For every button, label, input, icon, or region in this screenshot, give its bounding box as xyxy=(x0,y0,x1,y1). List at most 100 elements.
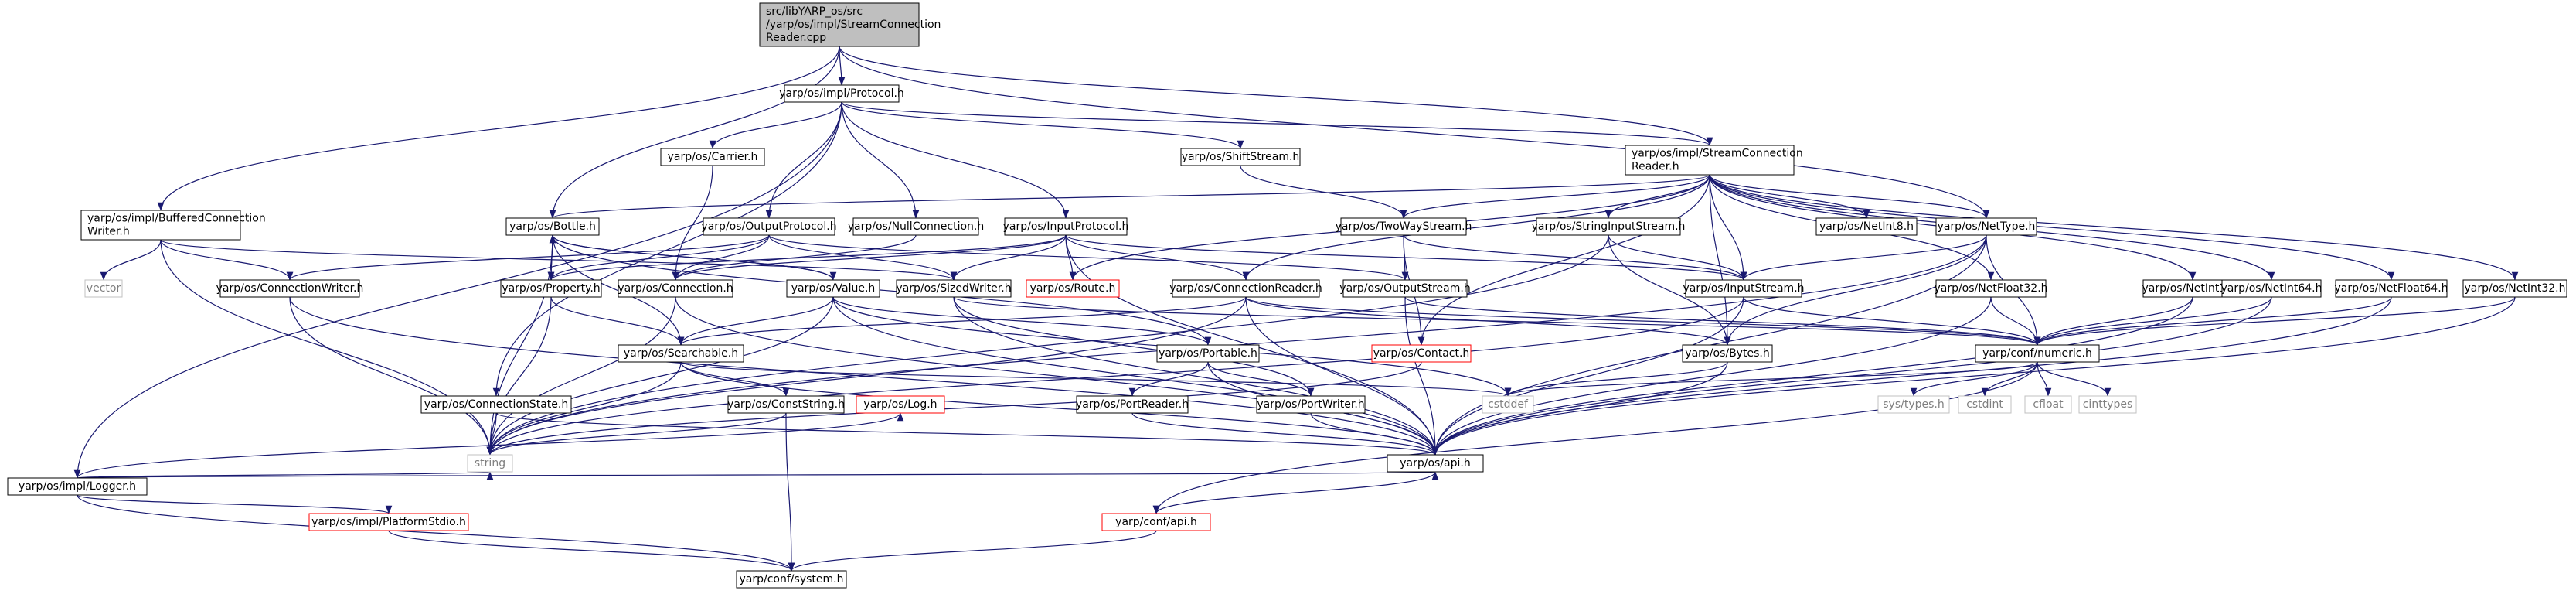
node-box xyxy=(420,395,572,414)
node-label: yarp/os/SizedWriter.h xyxy=(896,282,1011,295)
edge-platstdio-to-system xyxy=(388,530,795,572)
edge-contact-to-string xyxy=(486,361,1422,456)
node-box xyxy=(1877,395,1950,414)
node-portwriter[interactable]: yarp/os/PortWriter.h xyxy=(1256,395,1366,414)
node-box xyxy=(467,454,513,473)
node-label: Writer.h xyxy=(87,226,130,238)
dependency-edges xyxy=(73,46,2519,572)
node-carrier[interactable]: yarp/os/Carrier.h xyxy=(660,148,765,166)
node-label: yarp/os/api.h xyxy=(1400,457,1470,469)
edge-bottle-to-portable xyxy=(552,234,1212,346)
edge-value-to-string xyxy=(486,296,834,456)
edge-portable-to-portreader xyxy=(1128,361,1209,397)
node-box xyxy=(1004,217,1128,236)
node-connstate[interactable]: yarp/os/ConnectionState.h xyxy=(420,395,572,414)
node-stringinput[interactable]: yarp/os/StringInputStream.h xyxy=(1532,217,1686,236)
edge-searchable-to-cstddef xyxy=(680,361,1511,397)
edge-carrier-to-connection xyxy=(672,165,713,281)
edge-value-to-api_os xyxy=(832,296,1439,456)
edge-conststring-to-system xyxy=(785,412,795,572)
node-connwriter[interactable]: yarp/os/ConnectionWriter.h xyxy=(216,279,364,298)
edge-property-to-string xyxy=(486,296,552,456)
node-label: yarp/os/NetType.h xyxy=(1938,220,2036,233)
node-box xyxy=(1536,217,1681,236)
node-cstdint: cstdint xyxy=(1958,395,2012,414)
node-logger[interactable]: yarp/os/impl/Logger.h xyxy=(7,477,148,496)
node-label: sys/types.h xyxy=(1883,398,1944,411)
edge-connstate-to-api_os xyxy=(495,412,1438,456)
node-log[interactable]: yarp/os/Log.h xyxy=(856,395,945,414)
node-instream[interactable]: yarp/os/InputStream.h xyxy=(1683,279,1805,298)
node-shiftstream[interactable]: yarp/os/ShiftStream.h xyxy=(1180,148,1301,166)
node-property[interactable]: yarp/os/Property.h xyxy=(500,279,602,298)
node-label: yarp/os/impl/StreamConnection xyxy=(1632,148,1803,160)
edge-outstream-to-numeric xyxy=(1404,296,2041,346)
node-box xyxy=(1685,279,1802,298)
edge-protocol-to-connstate xyxy=(492,101,842,397)
edge-netint32-to-api_os xyxy=(1431,296,2516,456)
node-platstdio[interactable]: yarp/os/impl/PlatformStdio.h xyxy=(308,513,469,531)
node-netint8[interactable]: yarp/os/NetInt8.h xyxy=(1815,217,1918,236)
node-conststring[interactable]: yarp/os/ConstString.h xyxy=(727,395,845,414)
edge-outproto-to-connwriter xyxy=(286,234,770,281)
node-value[interactable]: yarp/os/Value.h xyxy=(786,279,880,298)
edge-scr_h-to-netfloat64 xyxy=(1709,174,2395,281)
node-box xyxy=(1256,395,1366,414)
node-netint64[interactable]: yarp/os/NetInt64.h xyxy=(2220,279,2322,298)
node-protocol[interactable]: yarp/os/impl/Protocol.h xyxy=(779,84,904,103)
node-connreader[interactable]: yarp/os/ConnectionReader.h xyxy=(1169,279,1322,298)
node-portreader[interactable]: yarp/os/PortReader.h xyxy=(1076,395,1189,414)
edge-connwriter-to-api_os xyxy=(289,296,1439,456)
node-inproto[interactable]: yarp/os/InputProtocol.h xyxy=(1003,217,1129,236)
node-label: yarp/os/ConstString.h xyxy=(727,398,845,411)
edge-root-to-bufwriter xyxy=(157,46,840,211)
node-netfloat32[interactable]: yarp/os/NetFloat32.h xyxy=(1934,279,2048,298)
node-box xyxy=(219,279,360,298)
node-box xyxy=(1625,145,1795,176)
edge-property-to-searchable xyxy=(550,296,685,346)
node-api_conf[interactable]: yarp/conf/api.h xyxy=(1101,513,1211,531)
node-box xyxy=(703,217,835,236)
node-netint32[interactable]: yarp/os/NetInt32.h xyxy=(2462,279,2567,298)
node-numeric[interactable]: yarp/conf/numeric.h xyxy=(1975,344,2100,363)
node-box xyxy=(2221,279,2322,298)
node-label: yarp/conf/numeric.h xyxy=(1982,347,2092,360)
edge-protocol-to-outproto xyxy=(765,101,842,219)
edge-root-to-nettype xyxy=(839,46,1990,219)
node-label: yarp/os/impl/BufferedConnection xyxy=(87,213,266,225)
node-nullconn[interactable]: yarp/os/NullConnection.h xyxy=(848,217,984,236)
node-label: cstdint xyxy=(1966,398,2003,411)
edge-protocol-to-logger xyxy=(73,101,842,479)
node-nettype[interactable]: yarp/os/NetType.h xyxy=(1935,217,2037,236)
node-outproto[interactable]: yarp/os/OutputProtocol.h xyxy=(701,217,837,236)
edge-bottle-to-searchable xyxy=(552,234,685,346)
node-api_os[interactable]: yarp/os/api.h xyxy=(1387,454,1484,473)
node-bytes[interactable]: yarp/os/Bytes.h xyxy=(1682,344,1773,363)
node-twoway[interactable]: yarp/os/TwoWayStream.h xyxy=(1336,217,1472,236)
node-box xyxy=(1076,395,1189,414)
node-connection[interactable]: yarp/os/Connection.h xyxy=(618,279,733,298)
edge-outstream-to-api_os xyxy=(1404,296,1439,456)
node-label: yarp/os/Route.h xyxy=(1030,282,1116,295)
node-sizedwriter[interactable]: yarp/os/SizedWriter.h xyxy=(896,279,1012,298)
node-label: vector xyxy=(87,282,121,295)
node-portable[interactable]: yarp/os/Portable.h xyxy=(1156,344,1260,363)
node-netfloat64[interactable]: yarp/os/NetFloat64.h xyxy=(2334,279,2448,298)
node-outstream[interactable]: yarp/os/OutputStream.h xyxy=(1339,279,1471,298)
node-route[interactable]: yarp/os/Route.h xyxy=(1026,279,1120,298)
edge-scr_h-to-netint32 xyxy=(1709,174,2519,281)
node-bottle[interactable]: yarp/os/Bottle.h xyxy=(505,217,600,236)
node-label: Reader.h xyxy=(1632,161,1679,173)
node-contact[interactable]: yarp/os/Contact.h xyxy=(1371,344,1472,363)
edge-netfloat32-to-api_os xyxy=(1431,296,1992,456)
node-label: yarp/os/NetInt16.h xyxy=(2142,282,2243,295)
node-label: yarp/os/Portable.h xyxy=(1159,347,1257,360)
edge-netint32-to-numeric xyxy=(2033,296,2516,346)
node-searchable[interactable]: yarp/os/Searchable.h xyxy=(618,344,744,363)
node-box xyxy=(1340,217,1467,236)
edge-root-to-scr_h xyxy=(839,46,1713,146)
node-box xyxy=(856,395,945,414)
node-system[interactable]: yarp/conf/system.h xyxy=(736,570,847,589)
